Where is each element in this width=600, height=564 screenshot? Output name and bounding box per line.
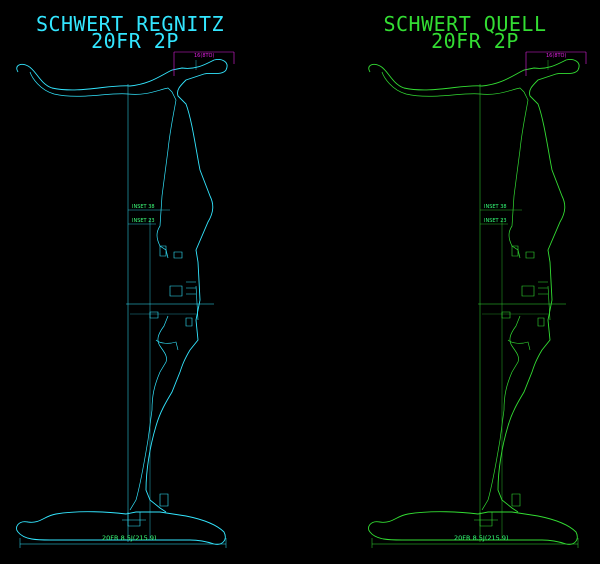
panel-right-subtitle: 20FR 2P [431,29,519,53]
lip-dimension-label: 16(8TO) [194,53,214,59]
panel-regnitz: 16(8TO) INSET 38 INSET 23 20FR 8.5J(215.9) [16,51,235,548]
panel-left-title: SCHWERT REGNITZ [35,12,225,36]
lip-dimension-bracket [525,51,587,76]
rim-width-label: 20FR 8.5J(215.9) [102,534,157,542]
inset38-label: INSET 38 [484,204,507,210]
inset23-label: INSET 23 [484,218,507,224]
wheel-rim-outline [16,59,228,545]
lip-dimension-bracket [173,51,235,76]
panel-left-subtitle: 20FR 2P [91,29,179,53]
panel-quell: 16(8TO) INSET 38 INSET 23 20FR 8.5J(215.9) [368,51,587,548]
rim-width-label: 20FR 8.5J(215.9) [454,534,509,542]
hub-detail-lines [122,245,199,527]
wheel-inner-contour [381,71,529,511]
inset23-label: INSET 23 [132,218,155,224]
panel-right-title: SCHWERT QUELL [383,12,547,36]
lip-dimension-label: 16(8TO) [546,53,566,59]
hub-detail-lines [474,245,551,527]
wheel-rim-outline [368,59,580,545]
inset38-label: INSET 38 [132,204,155,210]
wheel-inner-contour [29,71,177,511]
